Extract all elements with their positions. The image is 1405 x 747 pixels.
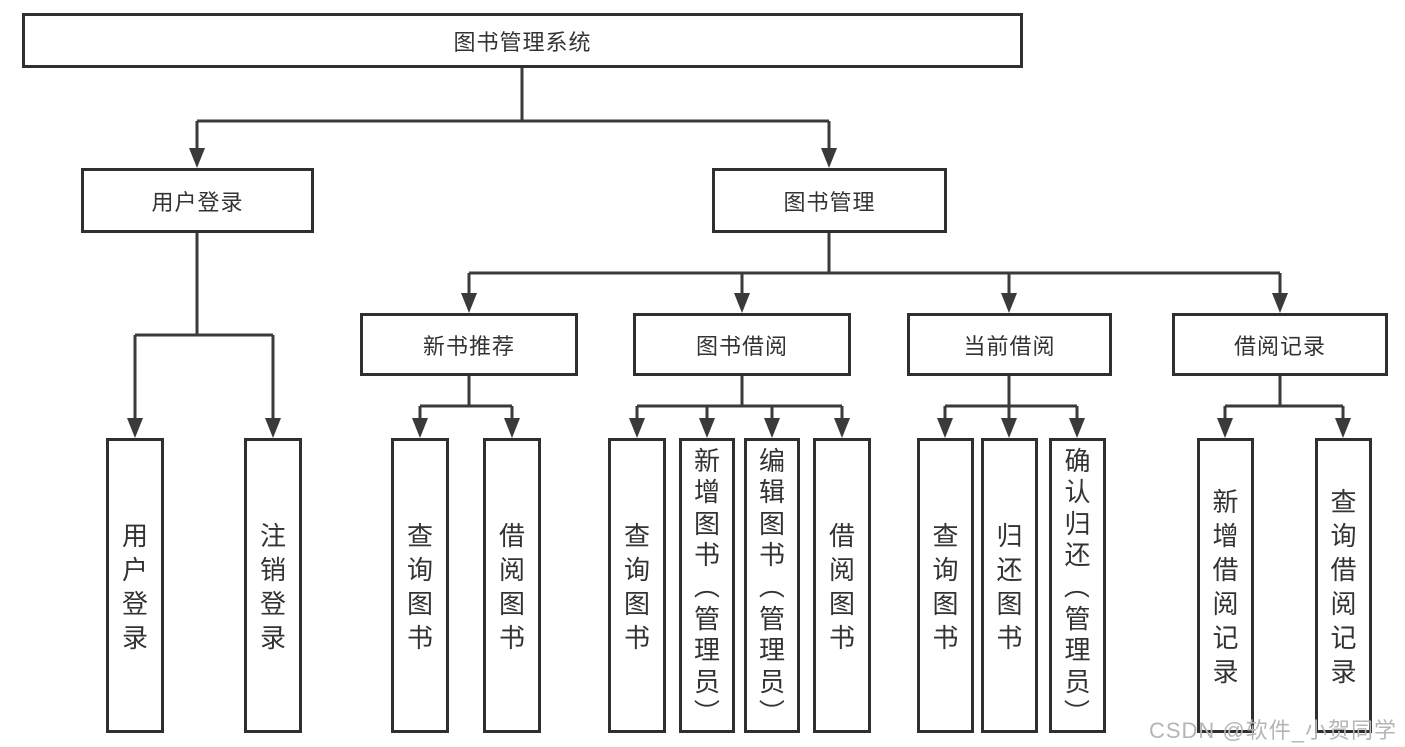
leaf-query-borrow-record: 查询借阅记录 bbox=[1315, 438, 1372, 733]
node-book-borrow-label: 图书借阅 bbox=[695, 333, 788, 359]
leaf-confirm-return-admin-label: 确认归还（管理员） bbox=[1060, 445, 1091, 725]
node-book-borrow: 图书借阅 bbox=[633, 313, 851, 376]
node-user-login-label: 用户登录 bbox=[151, 189, 244, 215]
node-root-label: 图书管理系统 bbox=[453, 29, 592, 55]
leaf-logout: 注销登录 bbox=[244, 438, 302, 733]
leaf-add-book-admin-label: 新增图书（管理员） bbox=[690, 445, 721, 725]
leaf-query-books-1-label: 查询图书 bbox=[406, 521, 433, 653]
leaf-query-books-3-label: 查询图书 bbox=[932, 521, 959, 653]
node-user-login: 用户登录 bbox=[81, 168, 314, 233]
leaf-borrow-books-2-label: 借阅图书 bbox=[828, 521, 855, 653]
node-current-borrow: 当前借阅 bbox=[907, 313, 1112, 376]
leaf-user-login: 用户登录 bbox=[106, 438, 164, 733]
node-borrow-records: 借阅记录 bbox=[1172, 313, 1388, 376]
leaf-query-books-1: 查询图书 bbox=[391, 438, 449, 733]
node-current-borrow-label: 当前借阅 bbox=[963, 333, 1056, 359]
node-book-management: 图书管理 bbox=[712, 168, 947, 233]
leaf-logout-label: 注销登录 bbox=[259, 521, 286, 653]
leaf-query-books-2: 查询图书 bbox=[608, 438, 666, 733]
leaf-borrow-books-2: 借阅图书 bbox=[813, 438, 871, 733]
leaf-add-borrow-record: 新增借阅记录 bbox=[1197, 438, 1254, 733]
leaf-confirm-return-admin: 确认归还（管理员） bbox=[1049, 438, 1106, 733]
leaf-edit-book-admin-label: 编辑图书（管理员） bbox=[755, 445, 786, 725]
leaf-edit-book-admin: 编辑图书（管理员） bbox=[744, 438, 800, 733]
leaf-add-book-admin: 新增图书（管理员） bbox=[679, 438, 735, 733]
node-root: 图书管理系统 bbox=[22, 13, 1023, 68]
leaf-borrow-books-1-label: 借阅图书 bbox=[498, 521, 525, 653]
leaf-return-books: 归还图书 bbox=[981, 438, 1038, 733]
node-new-book-recommend-label: 新书推荐 bbox=[422, 333, 515, 359]
leaf-query-books-3: 查询图书 bbox=[917, 438, 974, 733]
leaf-query-borrow-record-label: 查询借阅记录 bbox=[1330, 487, 1357, 687]
node-book-management-label: 图书管理 bbox=[783, 189, 876, 215]
node-new-book-recommend: 新书推荐 bbox=[360, 313, 578, 376]
csdn-watermark: CSDN @软件_小贺同学 bbox=[1148, 718, 1397, 743]
leaf-query-books-2-label: 查询图书 bbox=[623, 521, 650, 653]
leaf-user-login-label: 用户登录 bbox=[121, 521, 148, 653]
node-borrow-records-label: 借阅记录 bbox=[1233, 333, 1326, 359]
leaf-add-borrow-record-label: 新增借阅记录 bbox=[1212, 487, 1239, 687]
leaf-return-books-label: 归还图书 bbox=[996, 521, 1023, 653]
leaf-borrow-books-1: 借阅图书 bbox=[483, 438, 541, 733]
arrowheads bbox=[127, 148, 1351, 438]
